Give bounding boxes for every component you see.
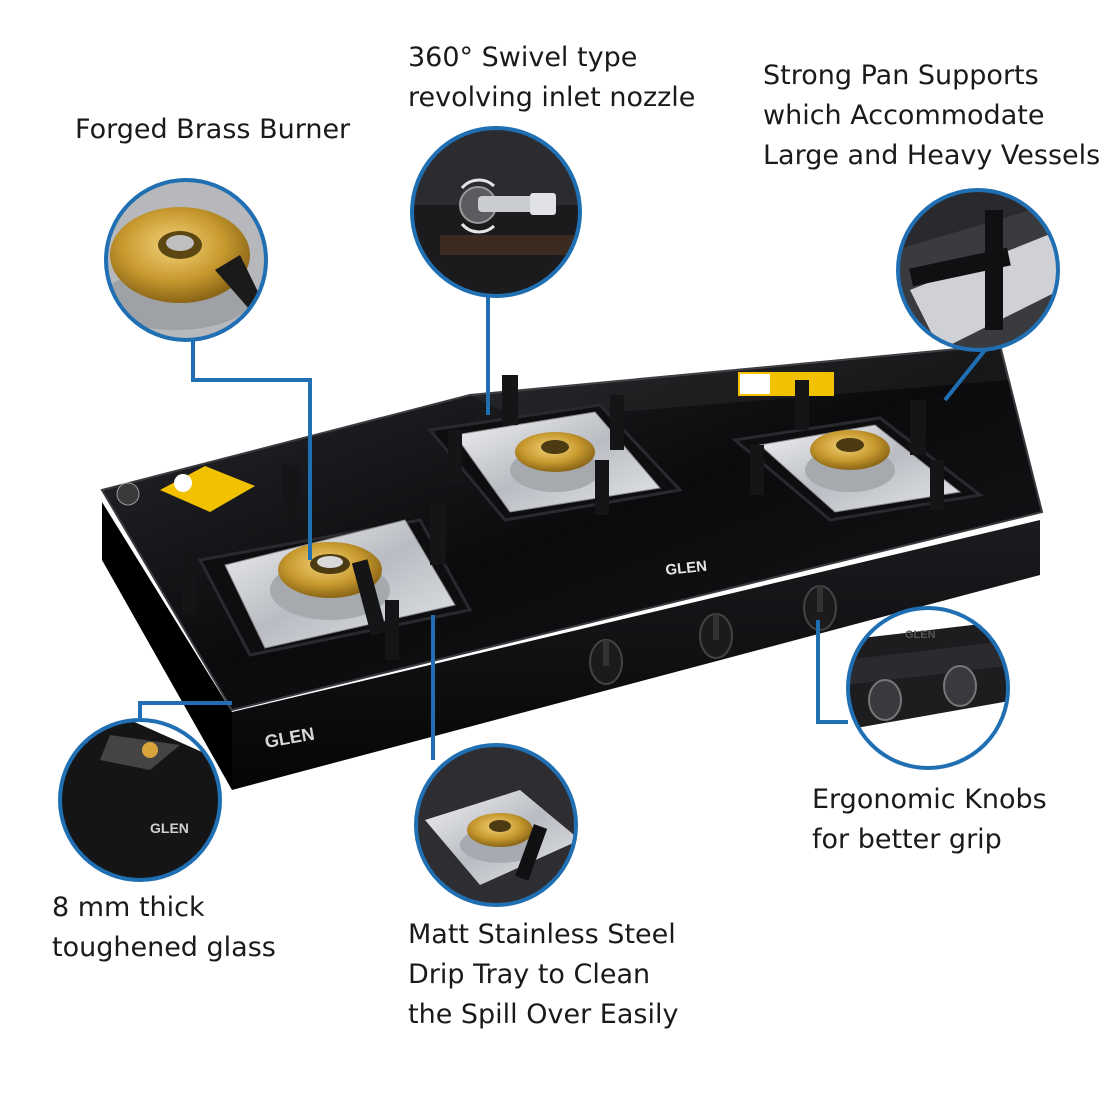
glass-edge-icon: GLEN <box>58 718 222 882</box>
label-glass-line-2: toughened glass <box>52 932 276 963</box>
knob-middle[interactable] <box>699 613 733 659</box>
brand-logo-top: GLEN <box>665 558 708 579</box>
spec-sticker <box>738 372 834 396</box>
label-drip-line-1: Matt Stainless Steel <box>408 919 676 950</box>
label-swivel-line-2: revolving inlet nozzle <box>408 82 696 113</box>
swivel-nozzle-icon <box>410 126 582 298</box>
label-brass-burner: Forged Brass Burner <box>75 110 350 150</box>
burner-front-left <box>182 465 473 660</box>
label-brass-burner-line: Forged Brass Burner <box>75 114 351 145</box>
energy-label <box>116 466 255 512</box>
label-drip-line-3: the Spill Over Easily <box>408 999 679 1030</box>
burner-back-middle <box>427 375 684 522</box>
knob-icon: GLEN <box>846 606 1010 770</box>
cooktop: GLEN GLEN <box>100 343 1044 790</box>
brass-burner-icon <box>104 178 268 342</box>
label-glass-line-1: 8 mm thick <box>52 892 205 923</box>
front-panel <box>102 502 232 790</box>
callout-line-pan <box>943 348 987 402</box>
label-drip-line-2: Drip Tray to Clean <box>408 959 651 990</box>
label-pan-line-3: Large and Heavy Vessels <box>763 140 1100 171</box>
label-pan-line-2: which Accommodate <box>763 100 1045 131</box>
label-drip-tray: Matt Stainless Steel Drip Tray to Clean … <box>408 915 678 1035</box>
burner-back-right <box>731 380 984 522</box>
svg-text:GLEN: GLEN <box>905 629 936 641</box>
callout-line-brass <box>191 340 312 560</box>
knob-left[interactable] <box>589 639 623 685</box>
label-glass: 8 mm thick toughened glass <box>52 888 276 968</box>
label-swivel-line-1: 360° Swivel type <box>408 42 638 73</box>
svg-text:GLEN: GLEN <box>150 820 189 836</box>
label-knobs-line-1: Ergonomic Knobs <box>812 784 1047 815</box>
label-pan-supports: Strong Pan Supports which Accommodate La… <box>763 56 1100 176</box>
callout-line-knobs <box>816 620 848 724</box>
label-pan-line-1: Strong Pan Supports <box>763 60 1039 91</box>
label-knobs: Ergonomic Knobs for better grip <box>812 780 1047 860</box>
pan-support-icon <box>896 188 1060 352</box>
drip-tray-icon <box>414 743 578 907</box>
label-knobs-line-2: for better grip <box>812 824 1002 855</box>
label-swivel: 360° Swivel type revolving inlet nozzle <box>408 38 695 118</box>
